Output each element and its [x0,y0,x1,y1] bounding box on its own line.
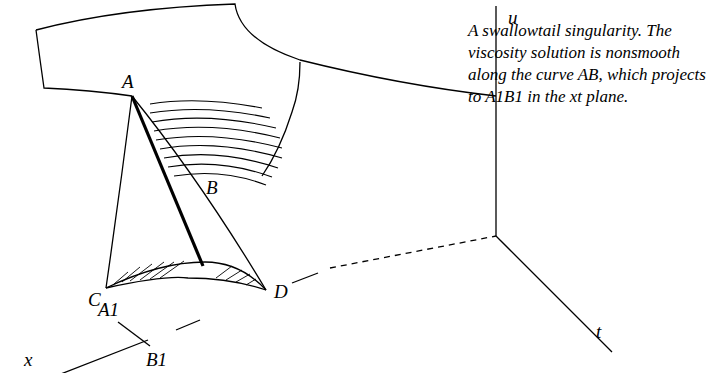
surface-edge [36,30,132,96]
axis-label: t [596,322,601,342]
singular-curve [132,96,203,266]
point-label: D [274,282,288,302]
point-label: A1 [98,300,119,320]
hatching [150,101,282,185]
surface-edge [262,62,300,176]
point-label: B [206,178,218,198]
swallowtail-edge [106,277,266,290]
swallowtail-edge [106,262,266,290]
axis-label: x [24,350,32,370]
cusp-edge [106,96,132,288]
x-axis [30,340,148,373]
projected-curve [118,322,150,346]
caption: A swallowtail singularity. The viscosity… [468,20,716,108]
t-axis [496,236,612,352]
u-axis [495,6,496,236]
shading [114,261,256,285]
point-label: A [122,72,134,92]
cusp-edge [132,96,266,290]
x-axis-hidden [330,236,496,268]
x-axis-hidden [292,273,318,283]
surface-edge [36,4,496,96]
point-label: B1 [146,350,167,370]
x-axis-hidden [176,320,200,330]
